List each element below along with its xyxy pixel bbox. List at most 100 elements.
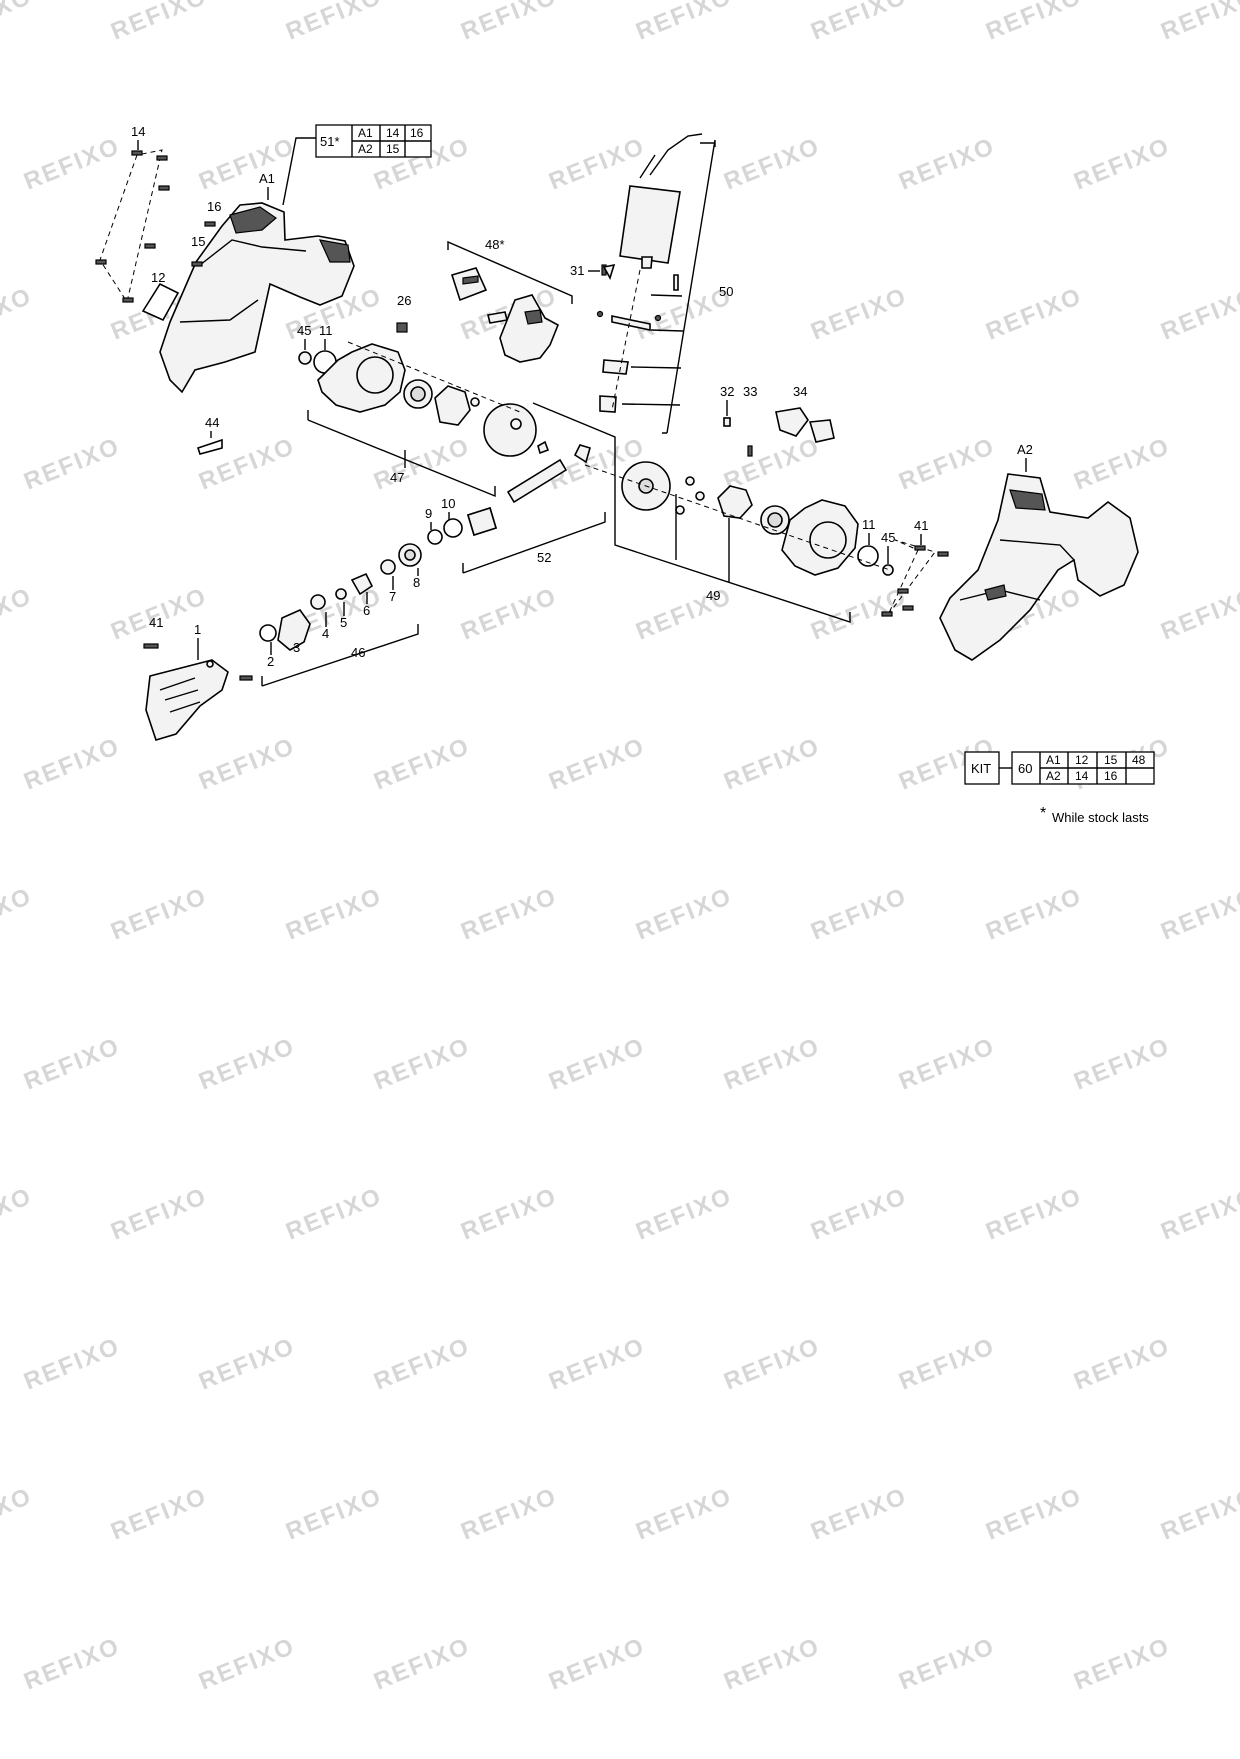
watermark-text: REFIXO <box>807 0 911 46</box>
kit-table: KIT 60 A1 12 15 48 A2 14 16 <box>964 751 1155 785</box>
watermark-text: REFIXO <box>195 733 299 796</box>
part-label: 5 <box>340 615 347 630</box>
part-label: 26 <box>397 293 411 308</box>
part-label: 2 <box>267 654 274 669</box>
group-47-parts <box>298 322 537 457</box>
watermark-text: REFIXO <box>282 1483 386 1546</box>
watermark-text: REFIXO <box>720 1333 824 1396</box>
watermark-text: REFIXO <box>1070 1633 1174 1696</box>
part-label: 14 <box>131 124 145 139</box>
table-51-cell: 16 <box>410 126 424 140</box>
part-label: 32 <box>720 384 734 399</box>
part-label: 10 <box>441 496 455 511</box>
watermark-text: REFIXO <box>807 1183 911 1246</box>
watermark-text: REFIXO <box>195 433 299 496</box>
watermark-text: REFIXO <box>807 1483 911 1546</box>
kit-table-cell: 12 <box>1075 753 1089 767</box>
part-label: 16 <box>207 199 221 214</box>
part-label: 47 <box>390 470 404 485</box>
brushes-32-33-34 <box>723 407 835 457</box>
watermark-text: REFIXO <box>895 133 999 196</box>
screws-a1 <box>95 149 216 304</box>
sticker-44 <box>196 438 223 455</box>
group-46-parts <box>259 506 497 687</box>
watermark-text: REFIXO <box>807 583 911 646</box>
watermark-text: REFIXO <box>20 733 124 796</box>
watermark-text: REFIXO <box>1157 1183 1240 1246</box>
bracket-47 <box>307 410 496 498</box>
watermark-text: REFIXO <box>807 883 911 946</box>
watermark-text: REFIXO <box>1157 0 1240 46</box>
watermark-text: REFIXO <box>195 1333 299 1396</box>
watermark-text: REFIXO <box>0 1183 36 1246</box>
watermark-text: REFIXO <box>895 1633 999 1696</box>
watermark-text: REFIXO <box>195 1033 299 1096</box>
part-label: 7 <box>389 589 396 604</box>
watermark-text: REFIXO <box>20 433 124 496</box>
watermark-text: REFIXO <box>982 1483 1086 1546</box>
watermark-text: REFIXO <box>1070 433 1174 496</box>
part-label: 11 <box>862 517 876 532</box>
kit-table-cell: 16 <box>1104 769 1118 783</box>
watermark-text: REFIXO <box>457 0 561 46</box>
housing-a1 <box>159 202 355 394</box>
kit-table-cell: 15 <box>1104 753 1118 767</box>
watermark-text: REFIXO <box>370 433 474 496</box>
part-label: 46 <box>351 645 365 660</box>
kit-id: 60 <box>1018 761 1032 776</box>
part-label: 50 <box>719 284 733 299</box>
part-label: 33 <box>743 384 757 399</box>
watermark-text: REFIXO <box>457 883 561 946</box>
part-label: 4 <box>322 626 329 641</box>
part-label: A1 <box>259 171 275 186</box>
watermark-text: REFIXO <box>807 283 911 346</box>
watermark-text: REFIXO <box>0 283 36 346</box>
group-48-switch <box>447 240 573 363</box>
kit-table-cell: 48 <box>1132 753 1146 767</box>
table-51: 51* A1 14 16 A2 15 <box>282 124 432 206</box>
watermark-text: REFIXO <box>20 1333 124 1396</box>
part-label: 52 <box>537 550 551 565</box>
part-label: 41 <box>914 518 928 533</box>
watermark-text: REFIXO <box>282 883 386 946</box>
watermark-text: REFIXO <box>1070 1033 1174 1096</box>
watermark-text: REFIXO <box>107 1483 211 1546</box>
part-label: 8 <box>413 575 420 590</box>
watermark-text: REFIXO <box>982 0 1086 46</box>
watermark-text: REFIXO <box>107 1183 211 1246</box>
watermark-text: REFIXO <box>720 733 824 796</box>
part-label: A2 <box>1017 442 1033 457</box>
group-49-parts <box>532 402 894 623</box>
part-label: 15 <box>191 234 205 249</box>
table-51-cell: 14 <box>386 126 400 140</box>
watermark-text: REFIXO <box>370 733 474 796</box>
screws-41-right <box>881 539 949 617</box>
watermark-text: REFIXO <box>545 1333 649 1396</box>
watermark-text: REFIXO <box>107 0 211 46</box>
watermark-text: REFIXO <box>0 0 36 46</box>
watermark-text: REFIXO <box>0 583 36 646</box>
watermark-text: REFIXO <box>370 1033 474 1096</box>
kit-label: KIT <box>971 761 991 776</box>
watermark-text: REFIXO <box>370 1633 474 1696</box>
part-label: 31 <box>570 263 584 278</box>
part-label: 9 <box>425 506 432 521</box>
watermark-text: REFIXO <box>20 133 124 196</box>
group-50-motor <box>596 133 716 434</box>
watermark-text: REFIXO <box>720 133 824 196</box>
housing-a2 <box>939 473 1139 661</box>
part-label: 41 <box>149 615 163 630</box>
part-label: 12 <box>151 270 165 285</box>
watermark-text: REFIXO <box>1157 583 1240 646</box>
watermark-text: REFIXO <box>1157 883 1240 946</box>
footnote-text: While stock lasts <box>1052 810 1149 825</box>
watermark-text: REFIXO <box>0 1483 36 1546</box>
kit-table-cell: A1 <box>1046 753 1061 767</box>
watermark-text: REFIXO <box>1157 283 1240 346</box>
watermark-text: REFIXO <box>545 1633 649 1696</box>
watermark-text: REFIXO <box>632 1483 736 1546</box>
watermark-text: REFIXO <box>895 1333 999 1396</box>
watermark-text: REFIXO <box>720 1633 824 1696</box>
